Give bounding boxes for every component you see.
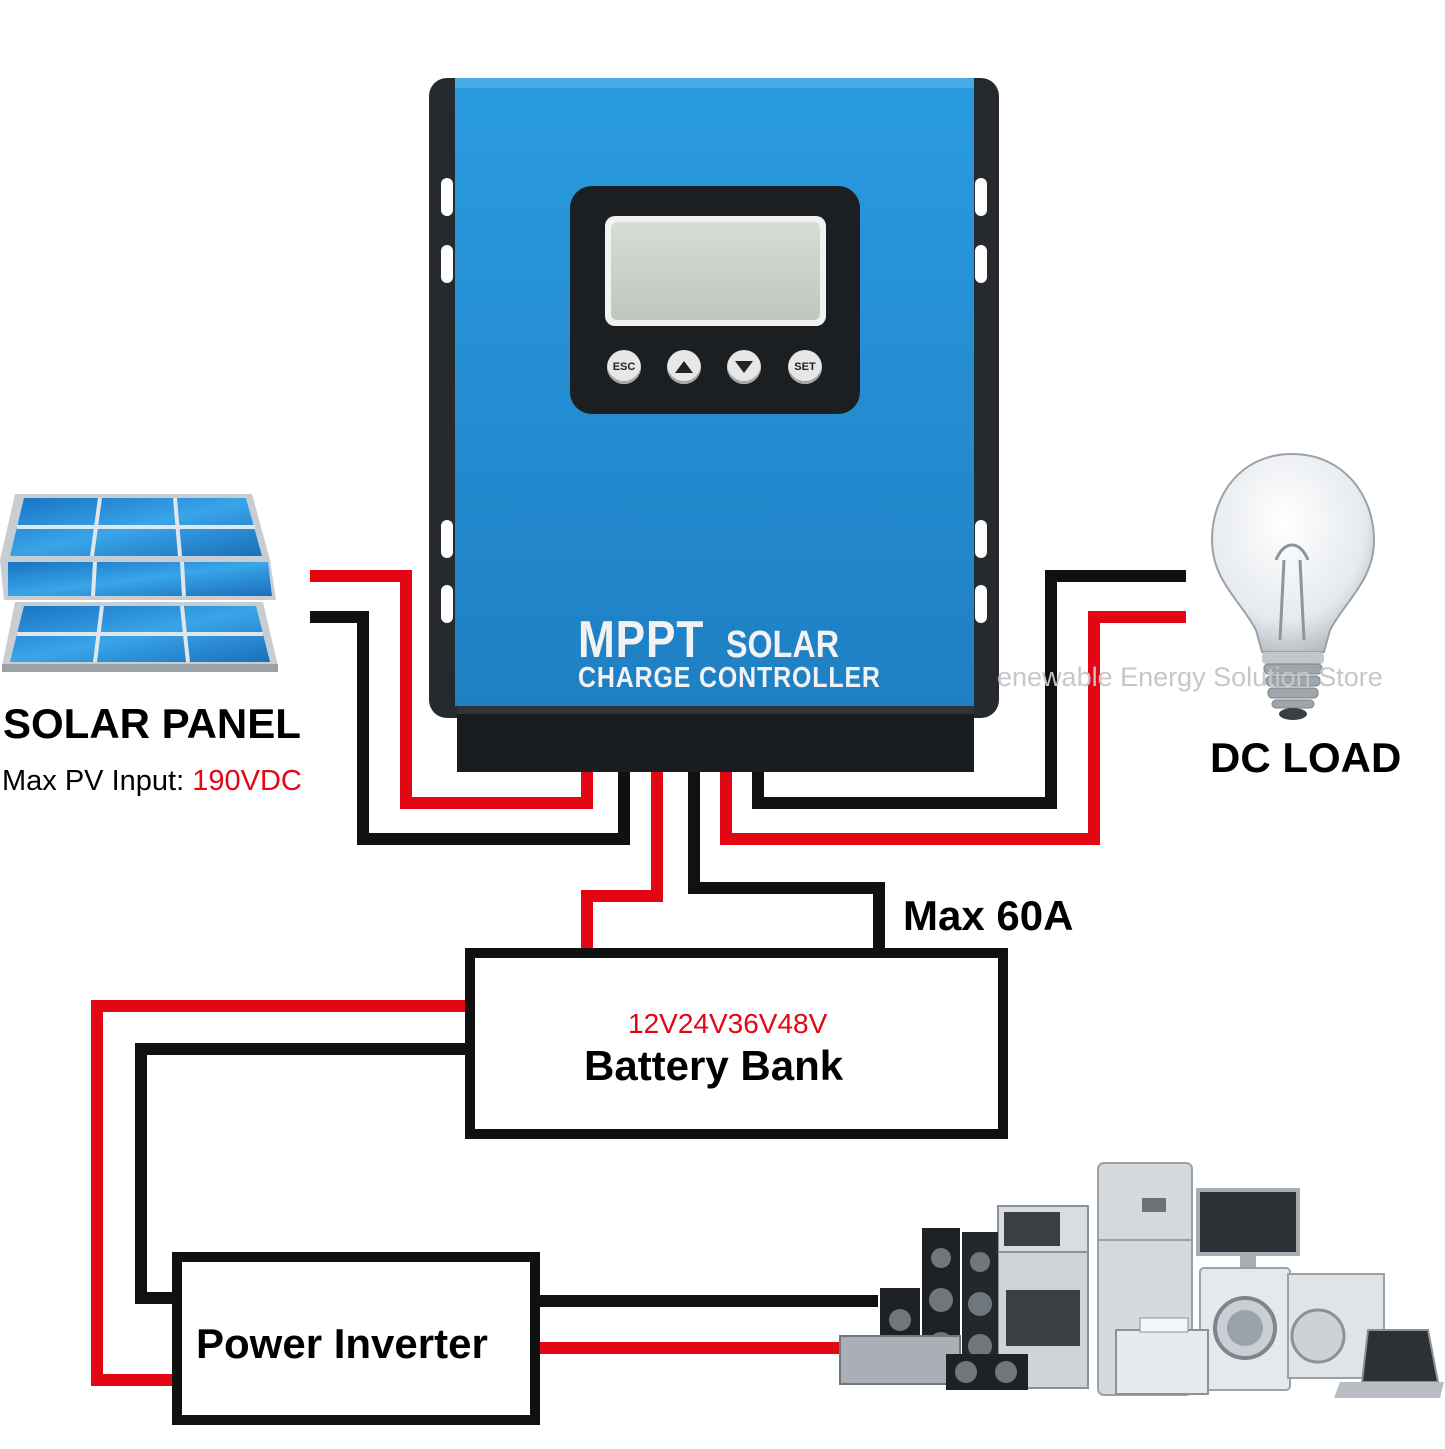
power-inverter-title: Power Inverter [196, 1320, 488, 1367]
esc-button-label: ESC [612, 361, 636, 373]
wire-battery-positive [581, 771, 663, 948]
wire-battery-negative [688, 771, 885, 948]
battery-bank-title: Battery Bank [584, 1042, 844, 1089]
brand-solar: SOLAR [726, 624, 840, 666]
down-button[interactable] [727, 350, 761, 384]
set-button-label: SET [794, 361, 816, 373]
up-arrow-icon [675, 361, 693, 373]
max-pv-value: 190VDC [192, 765, 302, 797]
up-button[interactable] [667, 350, 701, 384]
wires [91, 570, 1186, 1386]
power-inverter-box [172, 1252, 540, 1425]
max-current-label: Max 60A [903, 892, 1074, 939]
set-button[interactable]: SET [788, 350, 822, 384]
watermark-text: enewable Energy Solution Store [997, 662, 1383, 692]
wire-solar-negative [310, 611, 630, 845]
wire-inverter-negative [135, 1043, 465, 1304]
solar-panel-title: SOLAR PANEL [3, 700, 301, 747]
wire-solar-positive [310, 570, 593, 809]
appliances-icon [839, 1162, 1444, 1398]
brand-mppt: MPPT [578, 611, 705, 669]
brand-charge-controller: CHARGE CONTROLLER [578, 662, 881, 694]
battery-voltages: 12V24V36V48V [628, 1008, 828, 1039]
max-pv-input: Max PV Input: 190VDC [2, 765, 302, 798]
charge-controller [429, 78, 999, 772]
wire-load-negative [752, 570, 1186, 809]
down-arrow-icon [735, 361, 753, 373]
solar-panel-icon [0, 494, 278, 672]
dc-load-title: DC LOAD [1210, 734, 1402, 781]
esc-button[interactable]: ESC [607, 350, 641, 384]
wire-load-positive [720, 611, 1186, 845]
wire-inverter-positive [91, 1000, 465, 1386]
light-bulb-icon [1210, 452, 1376, 720]
max-pv-label: Max PV Input: [2, 765, 185, 797]
battery-bank-box [465, 948, 1008, 1139]
